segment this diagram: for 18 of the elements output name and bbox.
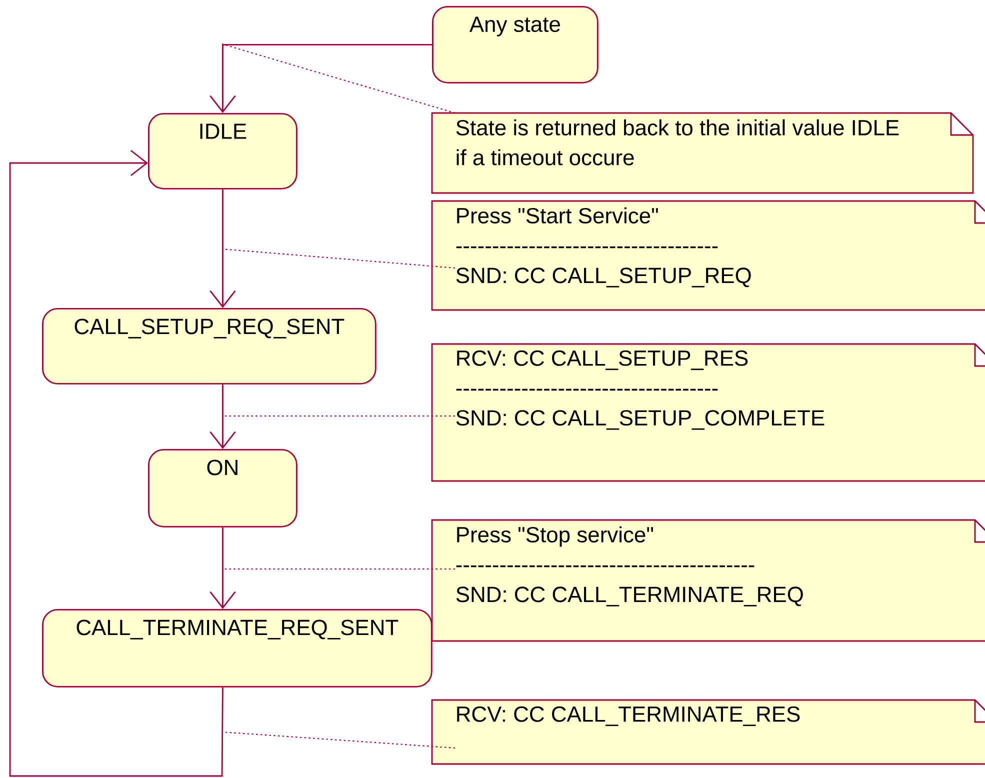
transition-arrow (210, 44, 432, 113)
note: RCV: CC CALL_TERMINATE_RES (431, 699, 985, 765)
leader-line (222, 44, 456, 114)
note: Press "Start Service" ------------------------------------ SND: CC CALL_SETUP_REQ (431, 200, 985, 311)
transition-arrow (210, 189, 236, 308)
leader-line (222, 415, 455, 417)
transition-arrow (210, 527, 236, 609)
note: Press "Stop service" ----------------------------------------- SND: CC CALL_TERMINATE_REQ (431, 519, 985, 642)
note: RCV: CC CALL_SETUP_RES ------------------------------------ SND: CC CALL_SETUP_COMPLETE (431, 343, 985, 482)
transition-arrow (9, 150, 224, 777)
state-box: Any state (432, 6, 598, 84)
state-box: CALL_TERMINATE_REQ_SENT (42, 609, 432, 688)
state-box: ON (148, 449, 298, 528)
transition-arrow (210, 384, 236, 449)
state-box: IDLE (148, 113, 298, 190)
note: State is returned back to the initial value IDLE if a timeout occure (431, 112, 974, 194)
state-box: CALL_SETUP_REQ_SENT (42, 308, 376, 384)
leader-line (222, 568, 455, 570)
